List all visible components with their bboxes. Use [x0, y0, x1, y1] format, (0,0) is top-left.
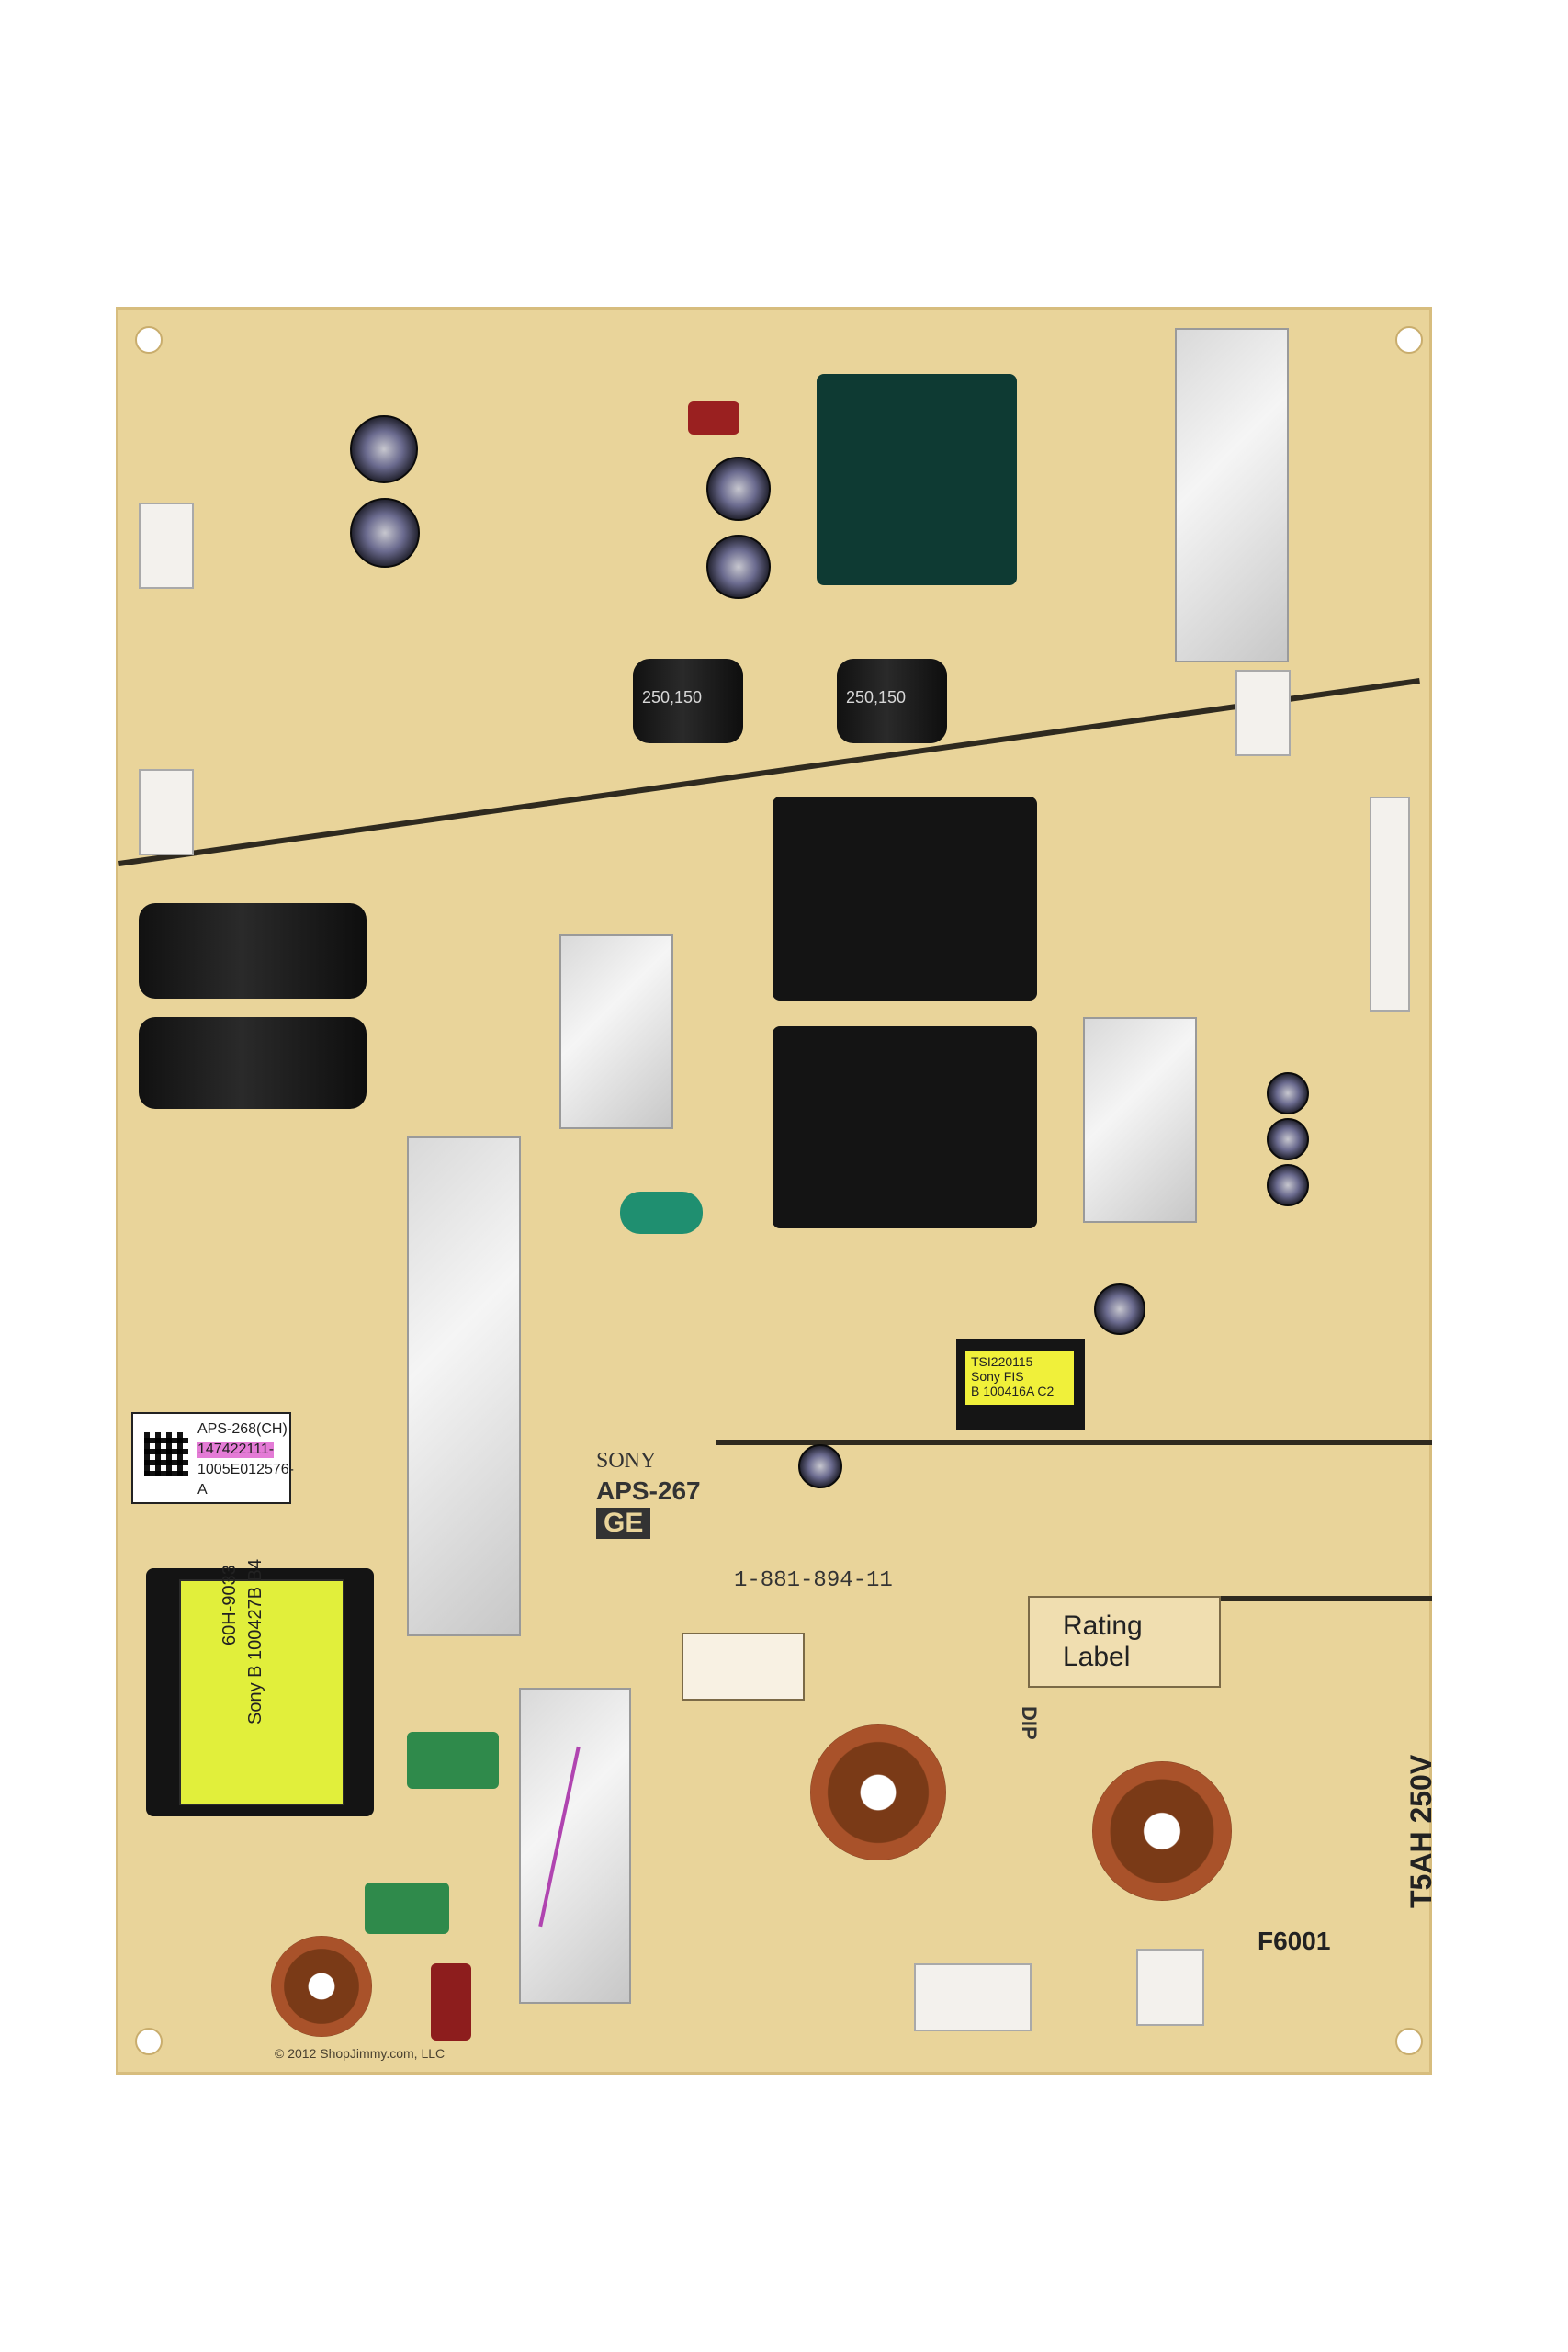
- toroid-coil: [271, 1936, 372, 2037]
- copyright-text: © 2012 ShopJimmy.com, LLC: [275, 2046, 446, 2061]
- film-capacitor: [407, 1732, 499, 1789]
- film-capacitor: [620, 1192, 703, 1234]
- transformer-small-label-3: B 100416A C2: [971, 1384, 1055, 1398]
- mount-hole: [1395, 326, 1423, 354]
- electrolytic-capacitor: [350, 498, 420, 568]
- rating-label-text: Rating Label: [1063, 1611, 1143, 1672]
- electrolytic-capacitor: [798, 1444, 842, 1488]
- ge-mark: GE: [596, 1508, 651, 1539]
- heatsink: [1083, 1017, 1197, 1223]
- transformer-label-2: Sony B 100427B B4: [245, 1558, 265, 1724]
- electrolytic-capacitor: [706, 457, 771, 521]
- transformer: [773, 1026, 1037, 1228]
- main-transformer: [817, 374, 1017, 585]
- mount-hole: [135, 326, 163, 354]
- mount-hole: [135, 2028, 163, 2055]
- connector: [1136, 1949, 1204, 2026]
- film-capacitor: [365, 1883, 449, 1934]
- large-capacitor: [139, 1017, 367, 1109]
- trace-line: [716, 1440, 1432, 1445]
- sticker-line-1: APS-268(CH): [197, 1421, 288, 1437]
- pcb-board: 250,150 250,150 60H-9033 Sony B 100427B …: [116, 307, 1438, 2075]
- sticker-line-4: A: [197, 1482, 208, 1498]
- connector: [1370, 797, 1410, 1012]
- connector: [914, 1963, 1032, 2031]
- electrolytic-capacitor: [706, 535, 771, 599]
- model-text: APS-267: [596, 1476, 701, 1505]
- film-capacitor: [431, 1963, 471, 2041]
- fuse-rating: T5AH 250V: [1404, 1754, 1438, 1908]
- heatsink: [1175, 328, 1289, 662]
- sticker-line-2: 147422111-: [197, 1442, 275, 1458]
- electrolytic-capacitor: [1267, 1072, 1309, 1114]
- large-capacitor: 250,150: [633, 659, 743, 743]
- connector: [139, 769, 194, 855]
- heatsink: [407, 1136, 521, 1636]
- electrolytic-capacitor: [1267, 1118, 1309, 1160]
- transformer-small-label-1: TSI220115: [971, 1354, 1033, 1369]
- electrolytic-capacitor: [1094, 1283, 1145, 1335]
- yellow-transformer: 60H-9033 Sony B 100427B B4: [179, 1559, 344, 1805]
- trace-line: [1065, 1596, 1432, 1601]
- connector: [139, 503, 194, 589]
- capacitor-label: 250,150: [642, 688, 703, 707]
- large-capacitor: 250,150: [837, 659, 947, 743]
- standby-transformer: TSI220115 Sony FIS B 100416A C2: [956, 1339, 1085, 1430]
- sticker-line-3: 1005E012576-: [197, 1462, 294, 1477]
- electrolytic-capacitor: [350, 415, 418, 483]
- small-sticker: [682, 1633, 805, 1701]
- toroid-coil: [810, 1724, 946, 1860]
- fuse-label: F6001: [1258, 1927, 1331, 1955]
- part-code: 1-881-894-11: [734, 1568, 893, 1593]
- qr-code: [144, 1432, 188, 1476]
- transformer: [773, 797, 1037, 1001]
- toroid-coil: [1092, 1761, 1232, 1901]
- connector: [1235, 670, 1291, 756]
- trace-line: [118, 677, 1420, 866]
- heatsink: [519, 1688, 631, 2004]
- heatsink: [559, 934, 673, 1129]
- film-capacitor: [688, 401, 739, 435]
- barcode-sticker: APS-268(CH) 147422111- 1005E012576- A: [131, 1412, 294, 1504]
- brand-text: SONY: [596, 1449, 657, 1473]
- transformer-small-label-2: Sony FIS: [971, 1369, 1024, 1384]
- transformer-label-box: TSI220115 Sony FIS B 100416A C2: [965, 1351, 1074, 1405]
- dip-marking: DIP: [1018, 1706, 1041, 1740]
- electrolytic-capacitor: [1267, 1164, 1309, 1206]
- marker-stroke: [538, 1746, 581, 1928]
- capacitor-label: 250,150: [846, 688, 907, 707]
- large-capacitor: [139, 903, 367, 999]
- mount-hole: [1395, 2028, 1423, 2055]
- rating-label-box: Rating Label: [1028, 1596, 1221, 1688]
